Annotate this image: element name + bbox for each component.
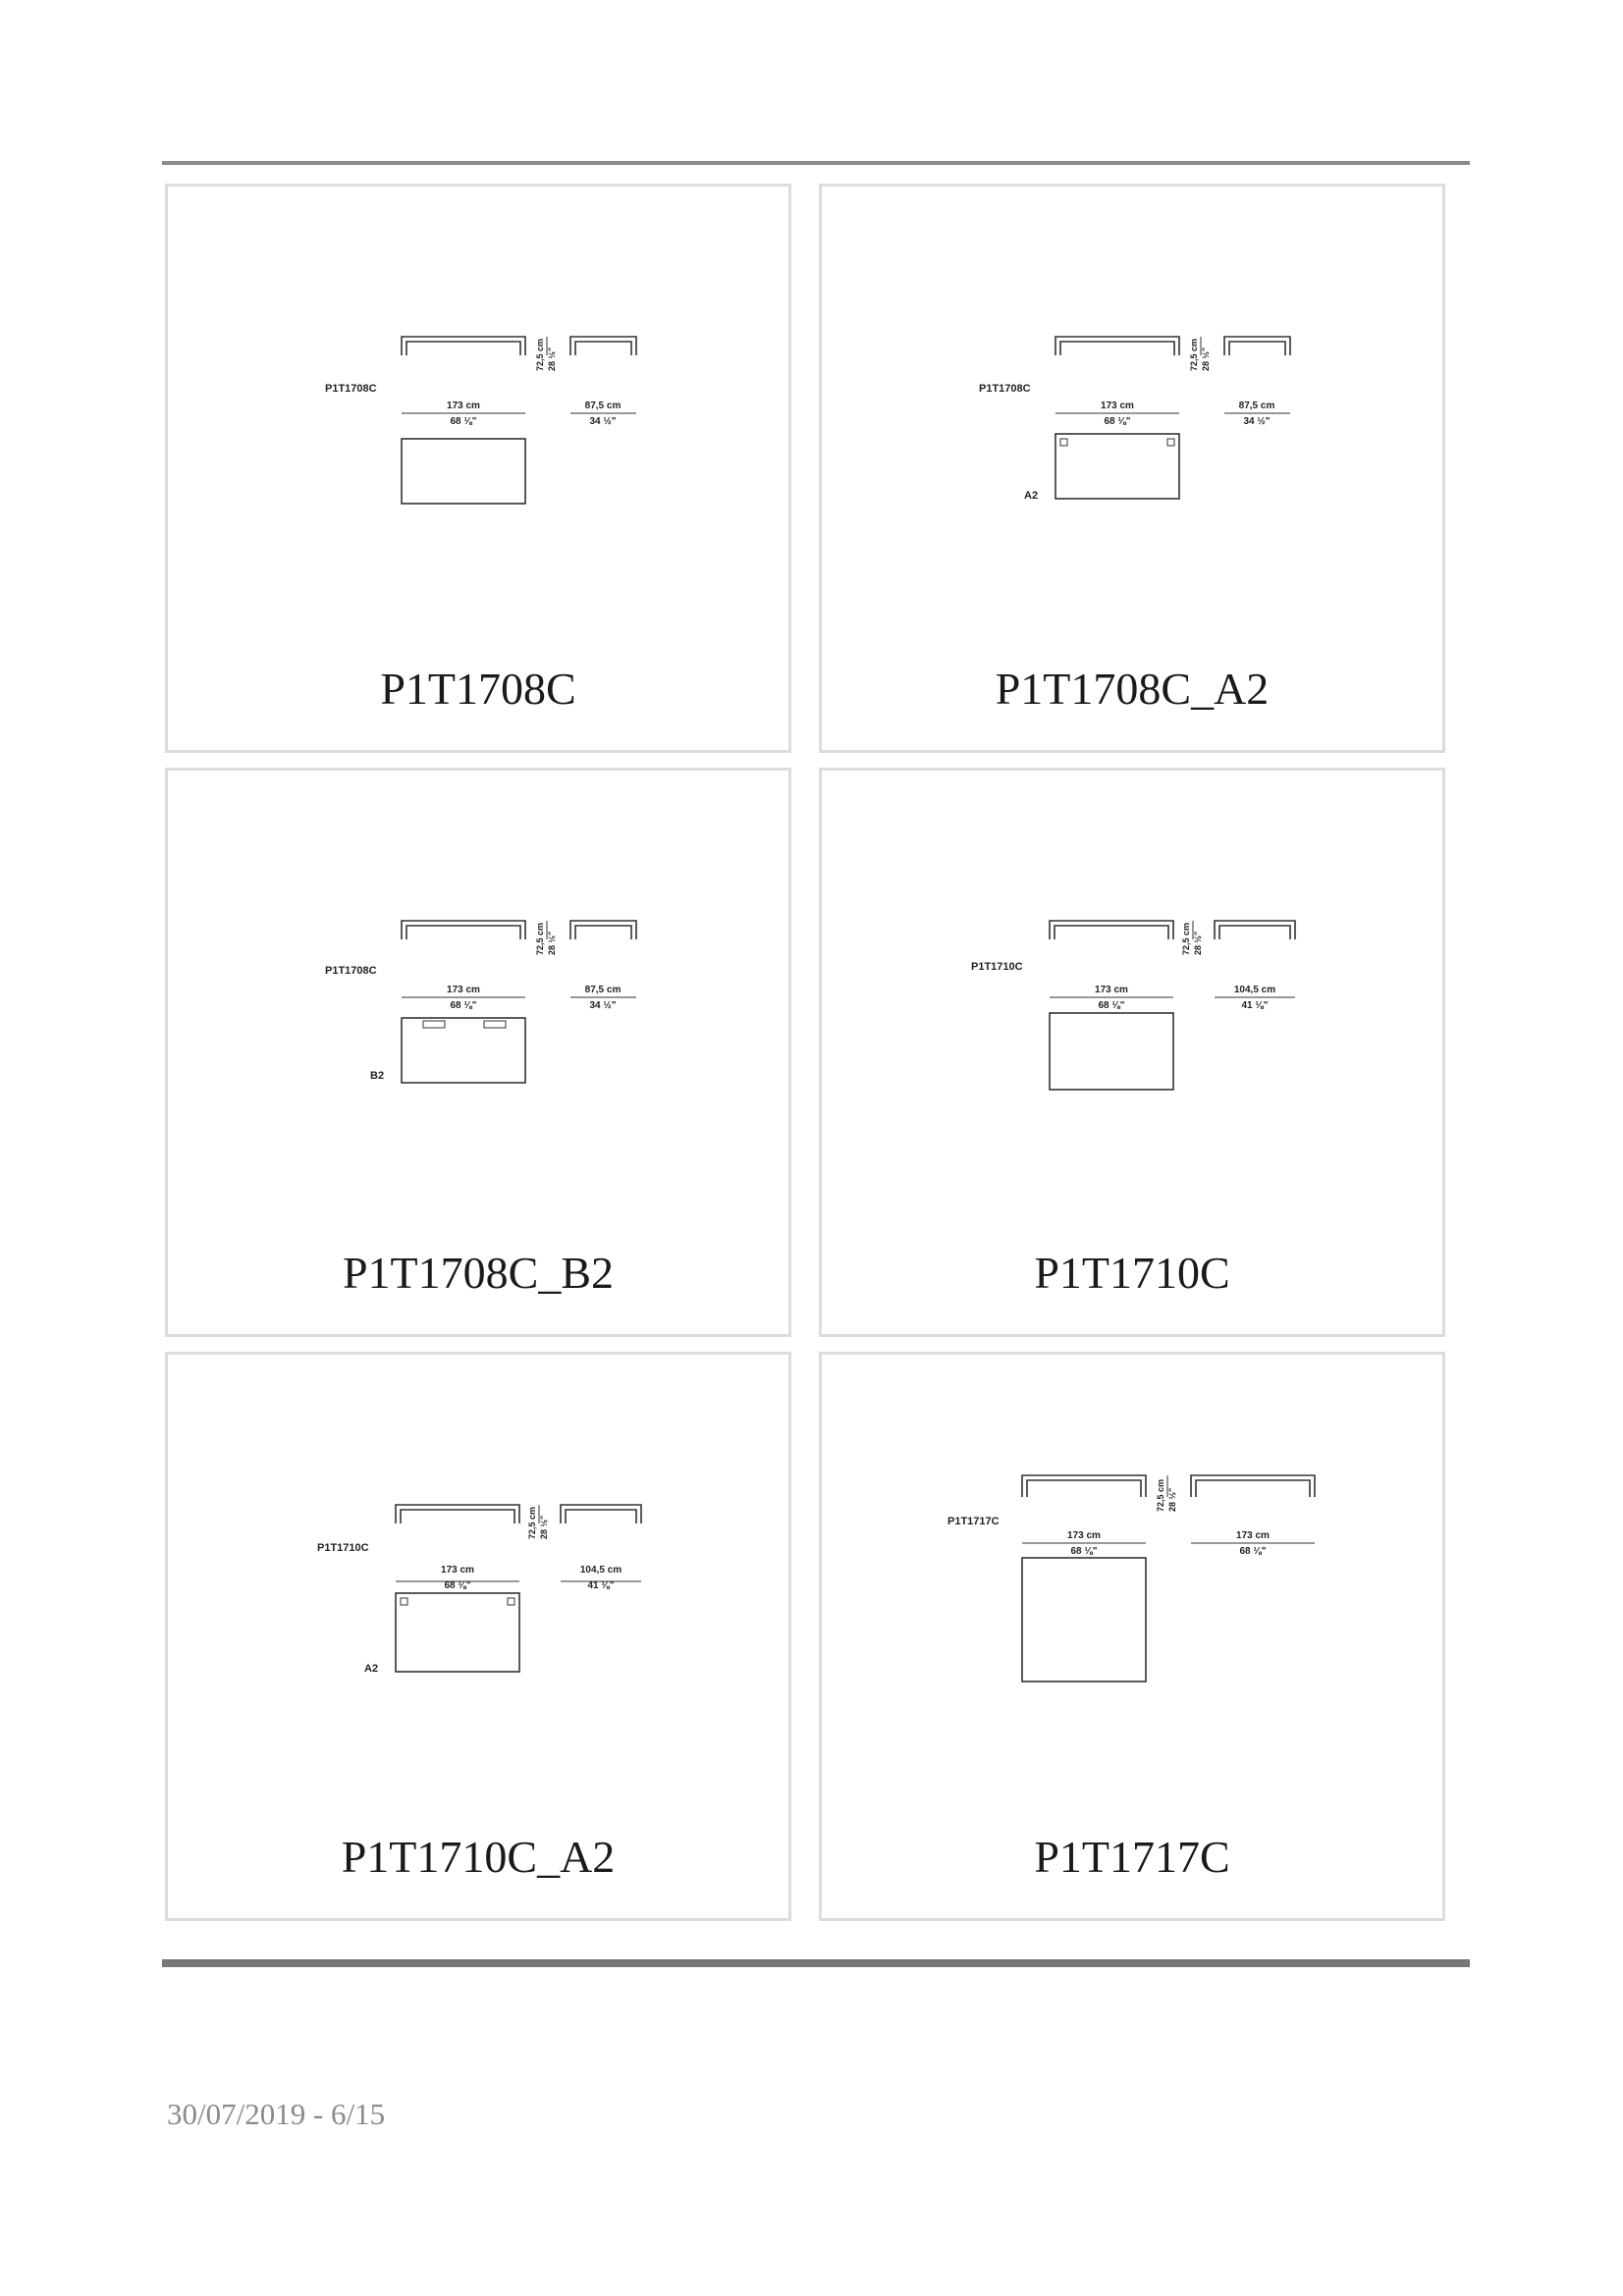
card-title: P1T1717C — [1034, 1832, 1230, 1882]
technical-drawing: P1T1708C 173 cm 68 ⅛" 87,5 cm 34 ½" 72,5… — [325, 920, 637, 1084]
variant-label: B2 — [370, 1070, 384, 1082]
height-cm: 72,5 cm — [1156, 1479, 1165, 1512]
technical-drawing: P1T1708C 173 cm 68 ⅛" 87,5 cm 34 ½" 72,5… — [979, 336, 1291, 502]
depth-in: 34 ½" — [590, 416, 617, 427]
card-title: P1T1708C — [380, 664, 576, 714]
depth-cm: 87,5 cm — [585, 400, 622, 411]
drawing-code: P1T1708C — [979, 383, 1031, 395]
drawing-code: P1T1708C — [325, 383, 377, 395]
width-in: 68 ⅛" — [1099, 1000, 1125, 1011]
height-cm: 72,5 cm — [1181, 923, 1191, 955]
width-in: 68 ⅛" — [451, 1000, 477, 1011]
bottom-rule — [162, 1959, 1470, 1967]
width-cm: 173 cm — [1101, 400, 1134, 411]
product-card-p1t1708c-b2: P1T1708C 173 cm 68 ⅛" 87,5 cm 34 ½" 72,5… — [165, 768, 791, 1337]
depth-in: 41 ⅛" — [588, 1580, 615, 1591]
card-title: P1T1710C — [1034, 1248, 1230, 1298]
top-rule — [162, 161, 1470, 165]
variant-label: A2 — [1024, 490, 1038, 502]
height-in: 28 ½" — [547, 347, 557, 371]
card-title: P1T1708C_B2 — [342, 1248, 615, 1298]
width-in: 68 ⅛" — [1071, 1546, 1098, 1557]
technical-drawing: P1T1710C 173 cm 68 ⅛" 104,5 cm 41 ⅛" 72,… — [317, 1504, 642, 1675]
height-in: 28 ½" — [1201, 347, 1211, 371]
height-cm: 72,5 cm — [527, 1507, 537, 1539]
height-cm: 72,5 cm — [535, 923, 545, 955]
height-cm: 72,5 cm — [1189, 339, 1199, 371]
height-cm: 72,5 cm — [535, 339, 545, 371]
technical-drawing: P1T1717C 173 cm 68 ⅛" 173 cm 68 ⅛" 72,5 … — [947, 1474, 1316, 1682]
height-in: 28 ½" — [547, 932, 557, 955]
depth-cm: 173 cm — [1236, 1530, 1270, 1541]
depth-in: 34 ½" — [1244, 416, 1271, 427]
depth-cm: 104,5 cm — [1234, 985, 1275, 995]
footer-date-page: 30/07/2019 - 6/15 — [167, 2097, 386, 2131]
depth-in: 68 ⅛" — [1240, 1546, 1267, 1557]
product-card-p1t1710c: P1T1710C 173 cm 68 ⅛" 104,5 cm 41 ⅛" 72,… — [819, 768, 1445, 1337]
width-in: 68 ⅛" — [445, 1580, 471, 1591]
width-cm: 173 cm — [441, 1565, 474, 1575]
variant-label: A2 — [364, 1663, 378, 1675]
width-cm: 173 cm — [447, 985, 480, 995]
depth-cm: 104,5 cm — [580, 1565, 622, 1575]
drawing-code: P1T1708C — [325, 965, 377, 977]
depth-cm: 87,5 cm — [1239, 400, 1275, 411]
depth-in: 41 ⅛" — [1242, 1000, 1269, 1011]
height-in: 28 ½" — [1167, 1488, 1177, 1512]
height-in: 28 ½" — [539, 1516, 549, 1539]
depth-in: 34 ½" — [590, 1000, 617, 1011]
drawing-code: P1T1710C — [317, 1542, 369, 1554]
width-cm: 173 cm — [1067, 1530, 1101, 1541]
width-cm: 173 cm — [1095, 985, 1128, 995]
depth-cm: 87,5 cm — [585, 985, 622, 995]
product-card-p1t1710c-a2: P1T1710C 173 cm 68 ⅛" 104,5 cm 41 ⅛" 72,… — [165, 1352, 791, 1921]
width-in: 68 ⅛" — [1105, 416, 1131, 427]
width-cm: 173 cm — [447, 400, 480, 411]
product-card-p1t1708c: P1T1708C 173 cm 68 ⅛" 87,5 cm 34 ½" 72,5… — [165, 184, 791, 753]
technical-drawing: P1T1710C 173 cm 68 ⅛" 104,5 cm 41 ⅛" 72,… — [971, 920, 1296, 1091]
card-title: P1T1710C_A2 — [341, 1832, 616, 1882]
technical-drawing: P1T1708C 173 cm 68 ⅛" 87,5 cm 34 ½" 72,5… — [325, 336, 637, 505]
drawing-code: P1T1717C — [947, 1516, 1000, 1527]
width-in: 68 ⅛" — [451, 416, 477, 427]
product-card-p1t1717c: P1T1717C 173 cm 68 ⅛" 173 cm 68 ⅛" 72,5 … — [819, 1352, 1445, 1921]
card-title: P1T1708C_A2 — [995, 664, 1270, 714]
height-in: 28 ½" — [1193, 932, 1203, 955]
drawing-code: P1T1710C — [971, 961, 1023, 973]
product-card-p1t1708c-a2: P1T1708C 173 cm 68 ⅛" 87,5 cm 34 ½" 72,5… — [819, 184, 1445, 753]
